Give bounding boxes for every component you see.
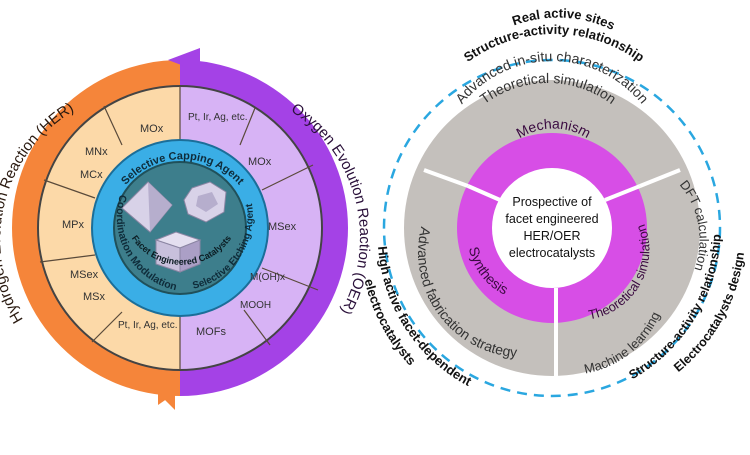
oer-material-pt-ir-ag: Pt, Ir, Ag, etc.: [188, 112, 247, 123]
truncated-octahedron-icon: [183, 181, 227, 223]
dashed-ring: [382, 58, 722, 398]
center-line-2: facet engineered: [505, 212, 598, 226]
her-material-mpx: MPx: [62, 219, 85, 231]
oer-material-mox: MOx: [248, 156, 272, 168]
her-material-mcx: MCx: [80, 169, 103, 181]
oer-material-mofs: MOFs: [196, 326, 226, 338]
oer-arc: [180, 60, 348, 396]
her-material-msex: MSex: [70, 269, 99, 281]
cube-icon: [154, 231, 202, 273]
her-oer-diagram: Hydrogen Evolution Reaction (HER) Oxygen…: [0, 48, 373, 410]
oer-arrow-head: [168, 48, 200, 72]
center-line-4: electrocatalysts: [509, 246, 595, 260]
outer-dividers: [423, 168, 681, 376]
her-material-mnx: MNx: [85, 146, 108, 158]
oer-material-mooh: MOOH: [240, 300, 271, 311]
her-arrow-head: [158, 370, 190, 405]
inner-dividers: [467, 184, 641, 322]
prospective-diagram: Prospective of facet engineered HER/OER …: [362, 6, 747, 398]
her-material-msx: MSx: [83, 291, 106, 303]
oer-material-msex: MSex: [268, 221, 297, 233]
her-material-pt-ir-ag: Pt, Ir, Ag, etc.: [118, 320, 177, 331]
center-circle: [492, 168, 612, 288]
center-line-1: Prospective of: [512, 195, 592, 209]
center-line-3: HER/OER: [524, 229, 581, 243]
her-material-mox: MOx: [140, 123, 164, 135]
oer-material-moh: M(OH)x: [250, 272, 285, 283]
her-arc: [12, 60, 180, 396]
octahedron-icon: [121, 181, 173, 233]
